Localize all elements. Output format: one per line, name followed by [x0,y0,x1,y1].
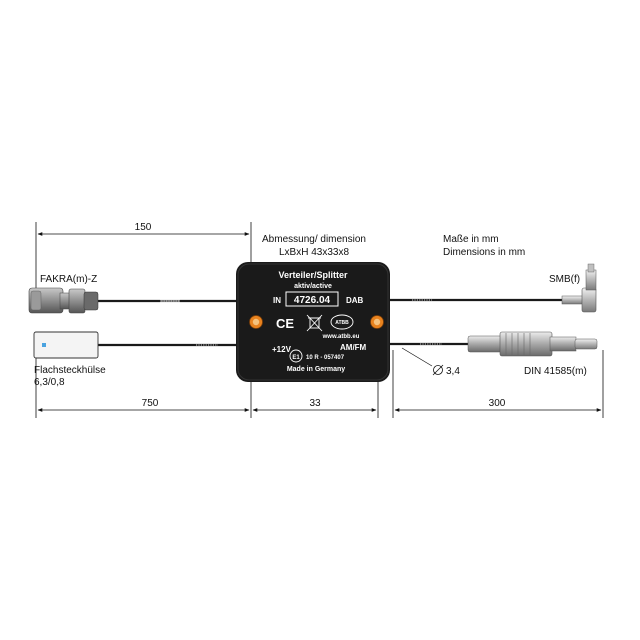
dim-label-750: 750 [142,398,159,409]
din-connector [467,331,598,357]
dim-label-33: 33 [309,398,321,409]
units-de: Maße in mm [443,234,499,245]
housing-subtitle: aktiv/active [294,283,332,290]
approval-number: 10 R - 057407 [306,355,345,361]
atbb-logo-icon [330,314,354,330]
e-mark-text: E1 [292,355,300,361]
diameter-label: 3,4 [446,366,460,377]
flat-label-1: Flachsteckhülse [34,365,106,376]
dim-label-300: 300 [489,398,506,409]
e-mark-icon [289,349,303,363]
ce-mark: CE [276,316,294,331]
housing-dab: DAB [346,296,364,305]
dimension-size: LxBxH 43x33x8 [279,247,349,258]
atbb-logo-text: ATBB [335,320,349,326]
left-cables [96,299,242,347]
din-label: DIN 41585(m) [524,366,587,377]
flat-label-2: 6,3/0,8 [34,377,65,388]
smb-connector [561,263,597,313]
diameter-callout [401,347,444,376]
dim-label-150: 150 [135,222,152,233]
smb-label: SMB(f) [549,274,580,285]
amfm-label: AM/FM [340,343,367,352]
fakra-label: FAKRA(m)-Z [40,274,97,285]
dimension-150: 150 [35,222,252,300]
flat-connector [33,331,99,359]
right-cables [388,298,590,346]
units-en: Dimensions in mm [443,247,525,258]
website: www.atbb.eu [322,334,360,340]
part-number: 4726.04 [294,295,331,306]
fakra-connector [28,287,99,314]
weee-bin-icon [306,314,323,332]
housing-title: Verteiler/Splitter [278,270,348,280]
housing-in: IN [273,296,281,305]
power-label: +12V [272,345,292,354]
dimension-bottom [35,350,604,418]
dimension-title: Abmessung/ dimension [262,234,366,245]
made-in: Made in Germany [287,366,345,373]
